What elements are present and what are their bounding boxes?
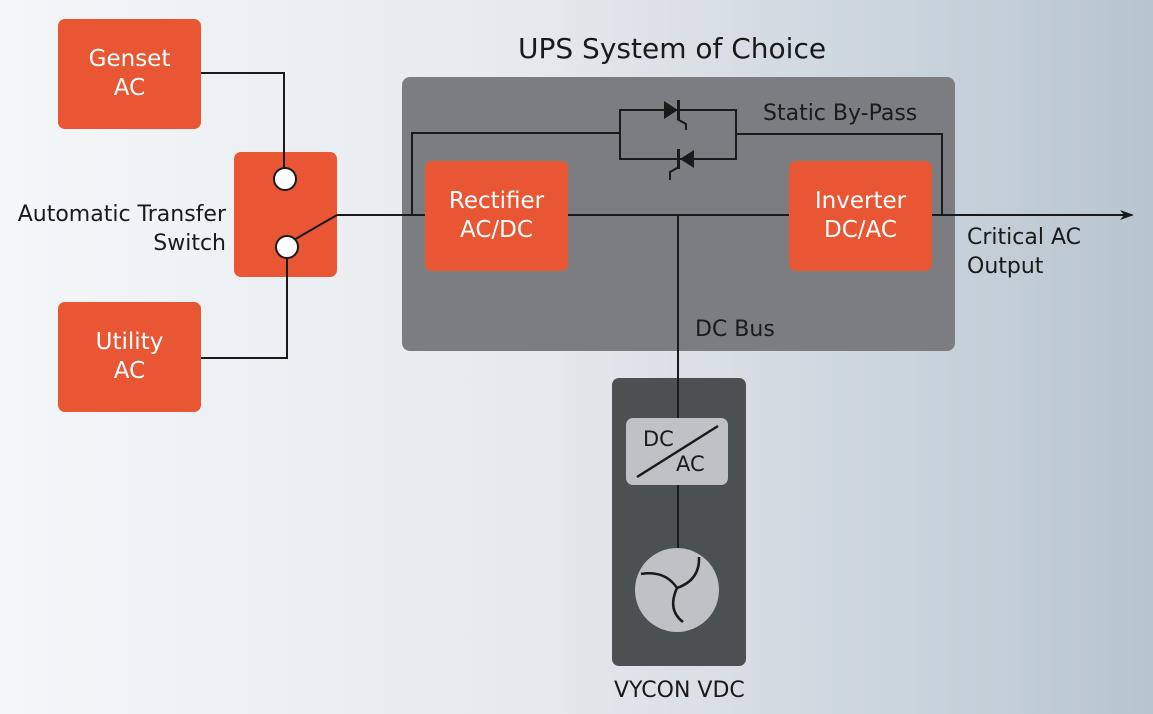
dc-bus-label: DC Bus <box>695 317 775 342</box>
utility-ac-box: Utility AC <box>58 302 201 412</box>
critical-ac-output-label: Critical AC Output <box>967 223 1081 281</box>
inverter-box: Inverter DC/AC <box>789 161 932 271</box>
inverter-type-label: DC/AC <box>824 217 897 243</box>
converter-ac-label: AC <box>676 452 705 476</box>
rectifier-box: Rectifier AC/DC <box>425 161 568 271</box>
transfer-switch-label-line1: Automatic Transfer <box>17 202 226 227</box>
transfer-switch-label: Automatic Transfer Switch <box>12 200 226 258</box>
vycon-vdc-label: VYCON VDC <box>614 678 745 703</box>
genset-ac-box: Genset AC <box>58 19 201 129</box>
static-bypass-label: Static By-Pass <box>763 101 918 126</box>
output-label-line2: Output <box>967 254 1044 279</box>
inverter-label: Inverter <box>814 188 907 214</box>
transfer-switch-label-line2: Switch <box>153 231 226 256</box>
genset-label: Genset <box>88 46 171 72</box>
flywheel-icon <box>635 548 719 632</box>
converter-dc-label: DC <box>643 427 674 451</box>
utility-ac-label: AC <box>113 358 146 384</box>
diagram-title: UPS System of Choice <box>518 32 827 65</box>
genset-ac-label: AC <box>113 75 146 101</box>
automatic-transfer-switch-box <box>234 152 337 277</box>
rectifier-label: Rectifier <box>448 188 545 214</box>
rectifier-type-label: AC/DC <box>460 217 533 243</box>
output-label-line1: Critical AC <box>967 225 1081 250</box>
utility-label: Utility <box>95 329 164 355</box>
